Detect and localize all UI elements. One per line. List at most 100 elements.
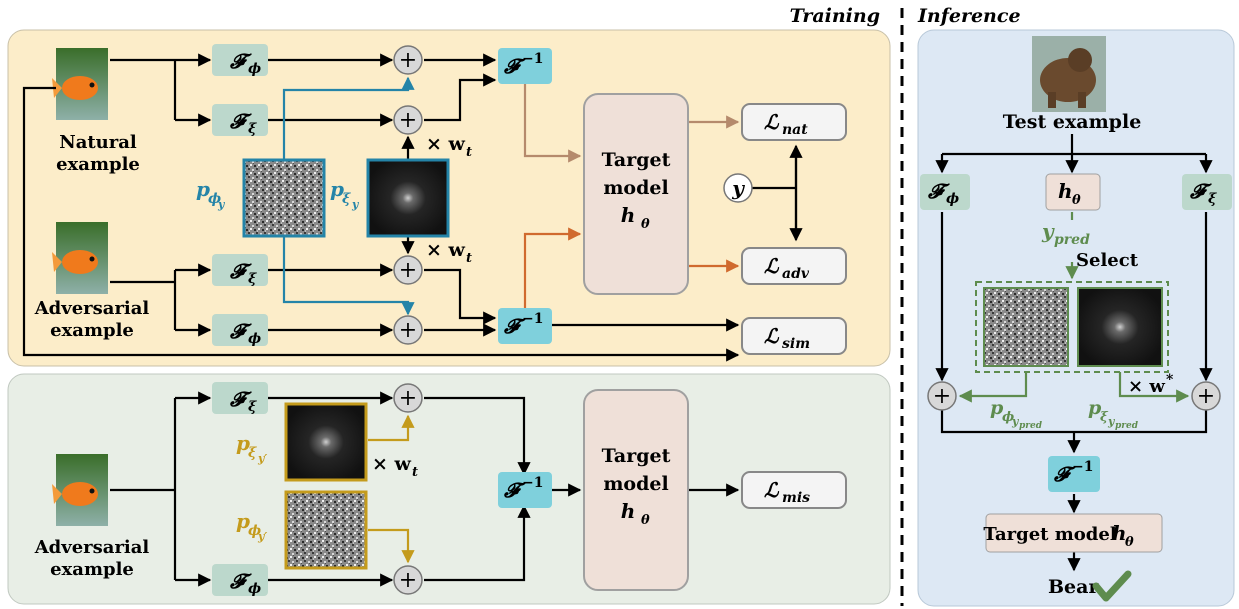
loss-adv: ℒ adv [741,247,847,285]
svg-text:+: + [399,258,417,283]
inference-panel [917,29,1235,607]
svg-text:+: + [399,48,417,73]
inf-F-phi: 𝓕 ϕ [920,174,970,210]
plus-circle: + [393,45,423,75]
svg-text:+: + [399,108,417,133]
label-y: y [723,173,753,203]
select-box [975,281,1169,373]
loss-nat: ℒ nat [741,103,847,141]
svg-text:× w: × w [426,239,466,261]
p-phi-y-label: p ϕ y [196,177,226,211]
test-example-label: Test example [1003,111,1142,133]
svg-text:y: y [1107,415,1116,428]
mis-p-xi-spectrum [284,402,368,482]
F-xi-natural: 𝓕 ξ [212,104,268,137]
svg-text:−1: −1 [522,311,543,327]
svg-text:pred: pred [1115,421,1139,431]
svg-text:p: p [196,177,210,201]
svg-text:adv: adv [782,266,810,282]
mis-F-phi: 𝓕 ϕ [212,564,268,597]
svg-text:θ: θ [641,217,650,232]
svg-text:pred: pred [1054,232,1090,248]
adversarial-example-label-1: Adversarial [34,298,150,319]
svg-text:t: t [466,145,472,160]
svg-text:+: + [933,384,951,409]
mis-adversarial-label-2: example [50,559,134,580]
loss-sim: ℒ sim [741,317,847,355]
plus-circle: + [393,383,423,413]
svg-text:ℒ: ℒ [764,254,780,278]
svg-text:ξ: ξ [248,399,257,415]
F-inverse-adversarial: 𝓕 −1 [498,308,552,344]
svg-text:ξ: ξ [1100,410,1109,425]
svg-text:Target: Target [602,149,671,171]
p-xi-pred-label: p ξ y pred [1088,397,1139,431]
svg-text:× w: × w [1128,376,1165,397]
svg-text:y: y [217,198,226,211]
F-xi-adversarial: 𝓕 ξ [212,254,268,287]
natural-example-label-2: example [56,154,140,175]
svg-text:Target model: Target model [983,524,1117,545]
adversarial-example-label-2: example [50,320,134,341]
svg-text:−1: −1 [522,475,543,491]
times-wstar-label: × w * [1128,372,1174,397]
svg-text:ℒ: ℒ [764,324,780,348]
y-pred-label: y pred [1041,219,1090,248]
inf-h-theta: h θ [1045,173,1101,211]
svg-text:ξ: ξ [248,445,257,461]
svg-text:y′: y′ [257,530,267,543]
mis-p-phi-label: p ϕ y′ [236,509,267,543]
svg-text:ϕ: ϕ [248,523,261,539]
mis-times-wt-label: × w t [372,453,418,480]
select-label: Select [1076,250,1139,271]
mis-p-xi-label: p ξ y′ [236,431,267,465]
times-wt-label: × w t [426,133,472,160]
svg-text:ϕ: ϕ [208,191,221,207]
svg-text:p: p [1088,397,1102,419]
svg-text:p: p [990,397,1004,419]
F-phi-natural: 𝓕 ϕ [212,44,268,77]
svg-text:*: * [1166,372,1174,388]
svg-text:model: model [603,473,668,495]
svg-text:ϕ: ϕ [946,191,959,207]
svg-text:ℒ: ℒ [764,110,780,134]
svg-text:ϕ: ϕ [1002,410,1014,425]
F-phi-adversarial: 𝓕 ϕ [212,314,268,347]
svg-text:ξ: ξ [1208,191,1217,207]
loss-mis: ℒ mis [741,471,847,509]
svg-text:p: p [236,431,250,455]
mis-adversarial-example-image [52,454,108,526]
svg-text:ϕ: ϕ [248,581,261,597]
svg-text:model: model [603,177,668,199]
plus-circle: + [393,255,423,285]
natural-example-label-1: Natural [59,132,137,153]
svg-text:h: h [1112,521,1127,545]
svg-text:nat: nat [782,122,808,138]
p-xi-y-label: p ξ y [330,177,360,211]
svg-text:ϕ: ϕ [248,61,261,77]
p-xi-y-spectrum [366,158,450,238]
svg-text:y′: y′ [257,452,267,465]
svg-text:θ: θ [641,513,650,528]
result-label: Bear [1048,576,1099,598]
natural-example-image [52,48,108,120]
svg-text:+: + [1197,384,1215,409]
F-inverse-natural: 𝓕 −1 [498,48,552,84]
inf-F-inverse: 𝓕 −1 [1048,456,1100,492]
svg-text:ϕ: ϕ [248,331,261,347]
svg-text:p: p [330,177,344,201]
svg-text:t: t [412,465,418,480]
plus-circle: + [927,381,957,411]
svg-text:× w: × w [426,133,466,155]
svg-text:h: h [621,203,636,227]
mis-target-model: Target model h θ [583,389,689,591]
test-example-image [1032,36,1106,112]
inf-F-xi: 𝓕 ξ [1182,174,1232,210]
svg-text:−1: −1 [1072,459,1093,475]
svg-text:h: h [621,499,636,523]
plus-circle: + [393,105,423,135]
svg-text:+: + [399,568,417,593]
inf-target-model: Target model h θ [983,513,1163,553]
svg-text:y: y [1041,219,1055,243]
svg-text:y: y [1011,415,1020,428]
